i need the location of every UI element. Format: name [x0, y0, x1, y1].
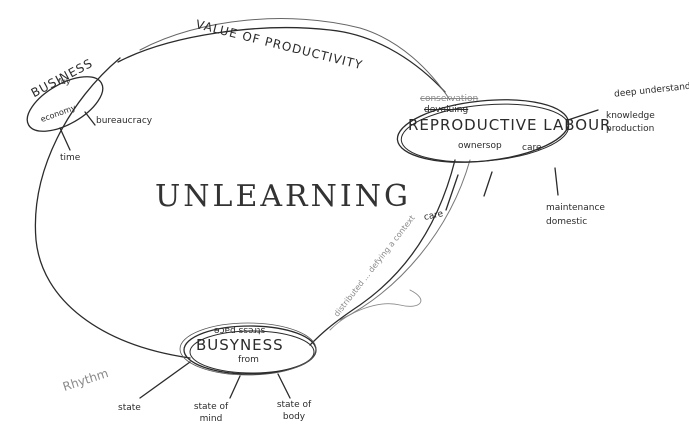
- business-scribble-top: fuy: [58, 77, 71, 86]
- busyness-branch-mind: [229, 375, 241, 399]
- repro-branch-mid: [483, 171, 493, 197]
- repro-above-crossed: conservation: [420, 94, 479, 104]
- busyness-branch-state: [139, 361, 191, 399]
- busyness-title: BUSYNESS: [196, 336, 284, 354]
- business-ellipse: [26, 76, 104, 132]
- repro-branch-knowledge: [567, 109, 599, 121]
- busyness-branch-mind-label: state of mind: [193, 402, 229, 424]
- busyness-branch-state-label: state: [118, 403, 141, 413]
- center-label: UNLEARNING: [155, 179, 411, 214]
- repro-branch-maintenance-label: maintenance domestic: [546, 203, 605, 227]
- business-branch-time-label: time: [60, 153, 81, 163]
- loop-right-arc-thin: [339, 159, 471, 321]
- repro-below: ownersop: [458, 141, 502, 151]
- repro-title: REPRODUCTIVE LABOUR: [408, 116, 612, 134]
- busyness-ellipse-3: [179, 322, 317, 376]
- repro-above: devaluing: [424, 105, 469, 115]
- busyness-above: stress pace: [214, 325, 266, 335]
- busyness-sub: from: [238, 355, 259, 365]
- repro-branch-care: [445, 174, 459, 211]
- business-branch-bureaucracy-label: bureaucracy: [96, 116, 153, 126]
- business-branch-time: [59, 127, 71, 151]
- busyness-ellipse-2: [189, 330, 315, 374]
- loop-top-arc: [117, 27, 446, 93]
- loop-top-arc-thin: [139, 18, 451, 101]
- busyness-branch-body-label: state of body: [276, 400, 312, 422]
- repro-branch-knowledge-label: knowledge production: [606, 111, 655, 134]
- loop-right-arc: [309, 159, 456, 346]
- side-scribble: [329, 289, 422, 331]
- repro-below-right: care: [522, 143, 542, 153]
- loop-left-arc: [34, 57, 191, 359]
- busyness-branch-body: [277, 373, 291, 399]
- business-branch-bureaucracy: [84, 111, 96, 126]
- repro-branch-maintenance: [554, 167, 559, 196]
- reproductive-ellipse-2: [400, 103, 570, 163]
